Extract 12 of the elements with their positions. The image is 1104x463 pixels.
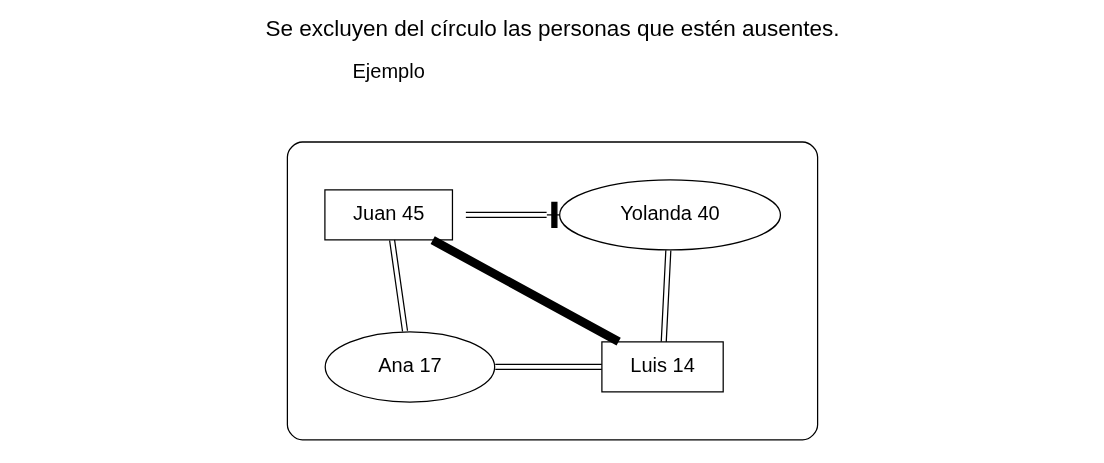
connector [464,201,560,229]
node-box: Juan 45 [323,189,453,241]
connector [660,249,671,343]
node-ellipse: Ana 17 [324,331,495,403]
connector [430,236,621,346]
node-ellipse: Yolanda 40 [558,179,781,251]
connector [388,239,408,333]
cluster [286,141,818,441]
node-box: Luis 14 [600,341,724,393]
label: Ejemplo [352,59,425,82]
connector [494,363,602,371]
diagram-title: Se excluyen del círculo las personas que estén ausentes. [264,16,840,42]
